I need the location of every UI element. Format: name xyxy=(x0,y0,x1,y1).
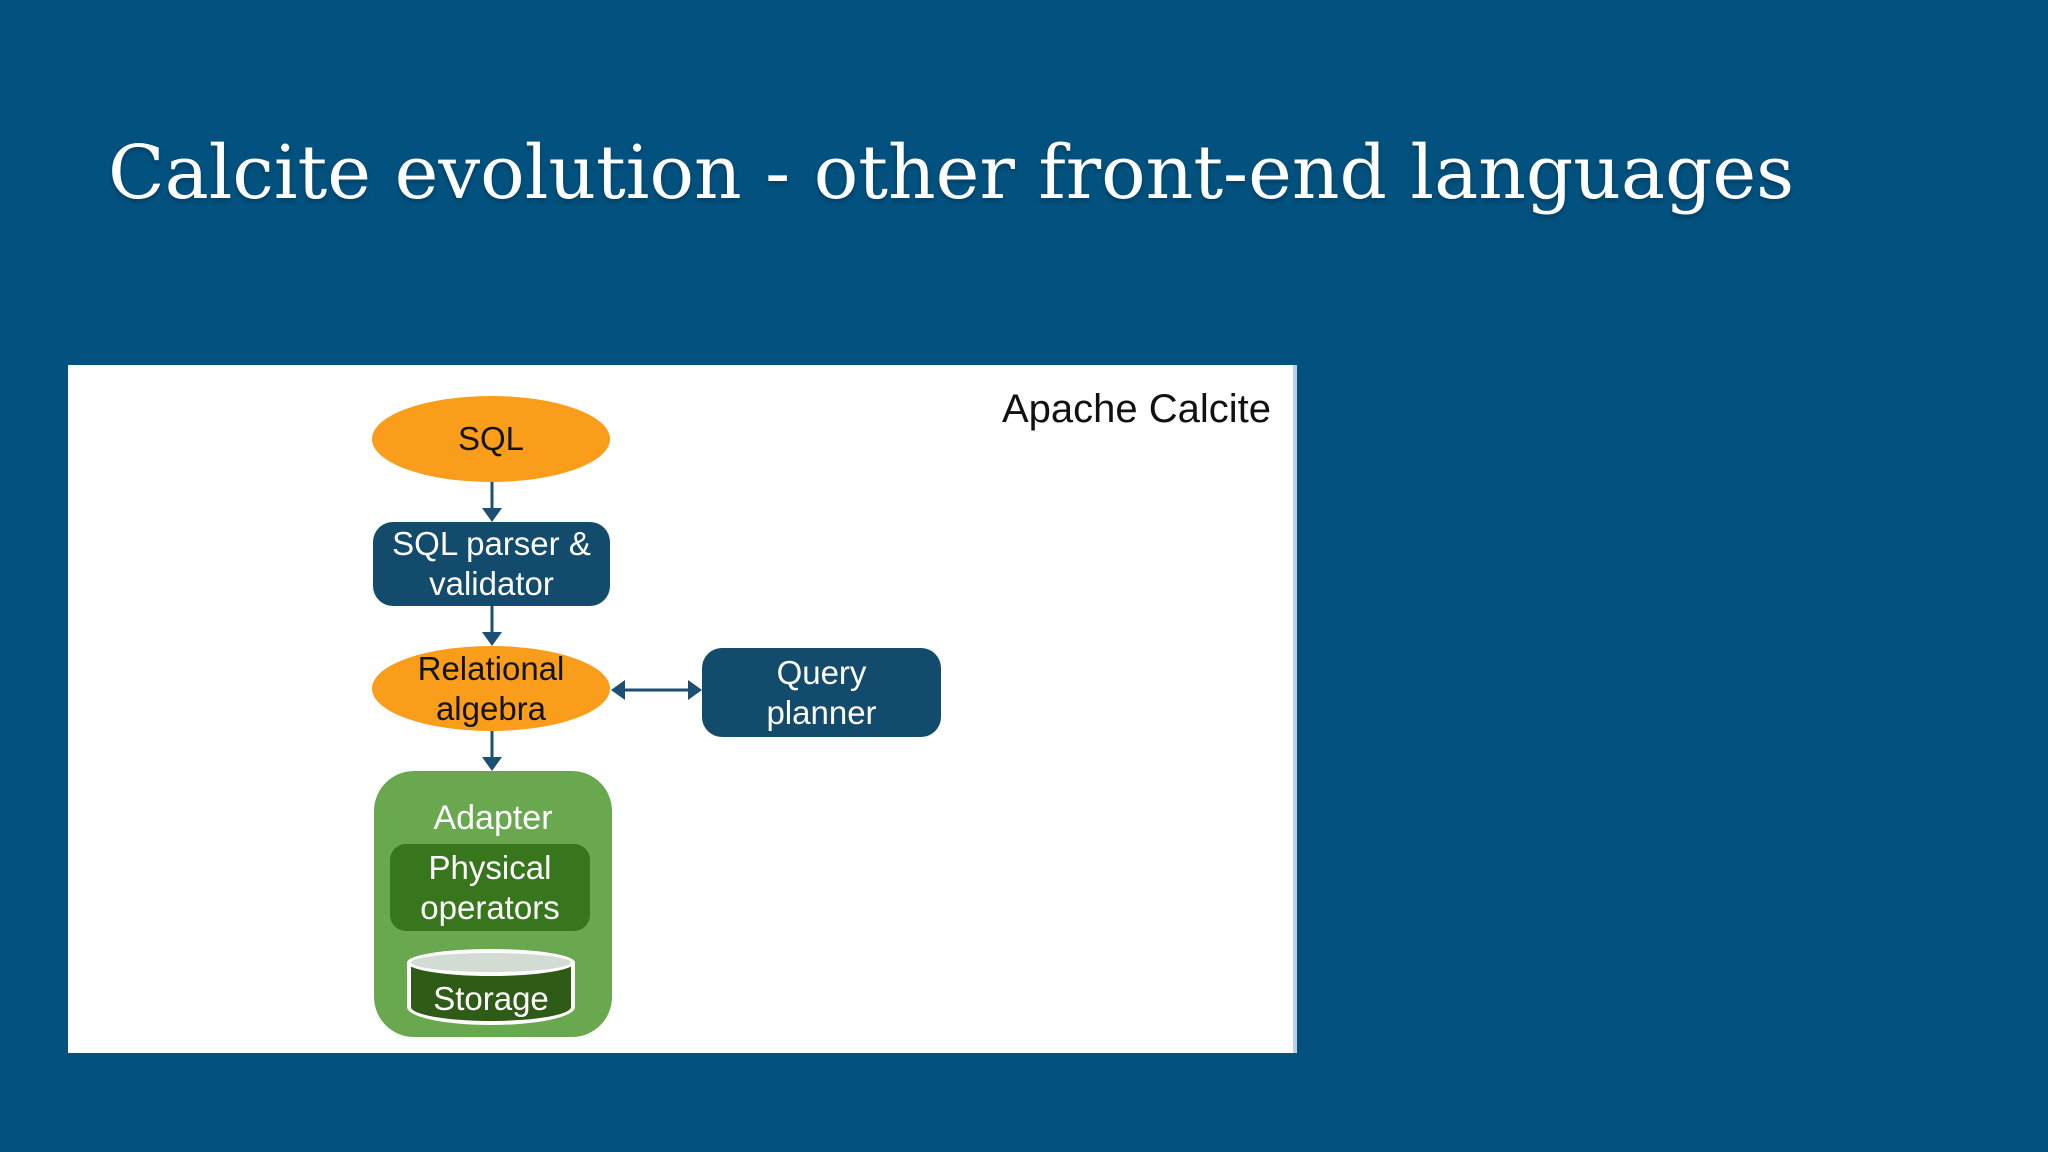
sql-node: SQL xyxy=(372,396,610,482)
arrow-head-right-icon xyxy=(688,680,702,700)
physical-operators-node: Physical operators xyxy=(390,844,590,931)
slide-title: Calcite evolution - other front-end lang… xyxy=(108,130,1795,216)
arrow-head-icon xyxy=(482,632,502,646)
diagram-panel: Apache Calcite SQL SQL parser & validato… xyxy=(68,365,1297,1053)
arrow-head-left-icon xyxy=(611,680,625,700)
arrow-parser-to-algebra-icon xyxy=(482,606,502,646)
arrow-shaft xyxy=(623,688,690,692)
apache-calcite-label: Apache Calcite xyxy=(1001,387,1271,431)
arrow-head-icon xyxy=(482,508,502,522)
arrow-shaft xyxy=(490,482,494,510)
query-planner-node: Query planner xyxy=(702,648,941,737)
adapter-node-label: Adapter xyxy=(433,799,553,837)
relational-algebra-node-label: Relational algebra xyxy=(417,649,565,727)
storage-label: Storage xyxy=(433,980,549,1017)
arrow-head-icon xyxy=(482,757,502,771)
arrow-shaft xyxy=(490,731,494,759)
arrow-shaft xyxy=(490,606,494,634)
sql-parser-node: SQL parser & validator xyxy=(373,522,610,606)
query-planner-node-label: Query planner xyxy=(766,653,877,731)
storage-cylinder: Storage xyxy=(407,949,575,1025)
arrow-sql-to-parser-icon xyxy=(482,482,502,522)
sql-node-label: SQL xyxy=(457,420,525,457)
physical-operators-node-label: Physical operators xyxy=(420,848,560,926)
sql-parser-node-label: SQL parser & validator xyxy=(392,525,591,602)
arrow-algebra-to-adapter-icon xyxy=(482,731,502,771)
relational-algebra-node: Relational algebra xyxy=(372,646,610,731)
arrow-algebra-query-bidirectional-icon xyxy=(611,680,702,700)
adapter-node: Adapter Physical operators Storage xyxy=(374,771,612,1037)
storage-cylinder-top xyxy=(407,949,575,976)
